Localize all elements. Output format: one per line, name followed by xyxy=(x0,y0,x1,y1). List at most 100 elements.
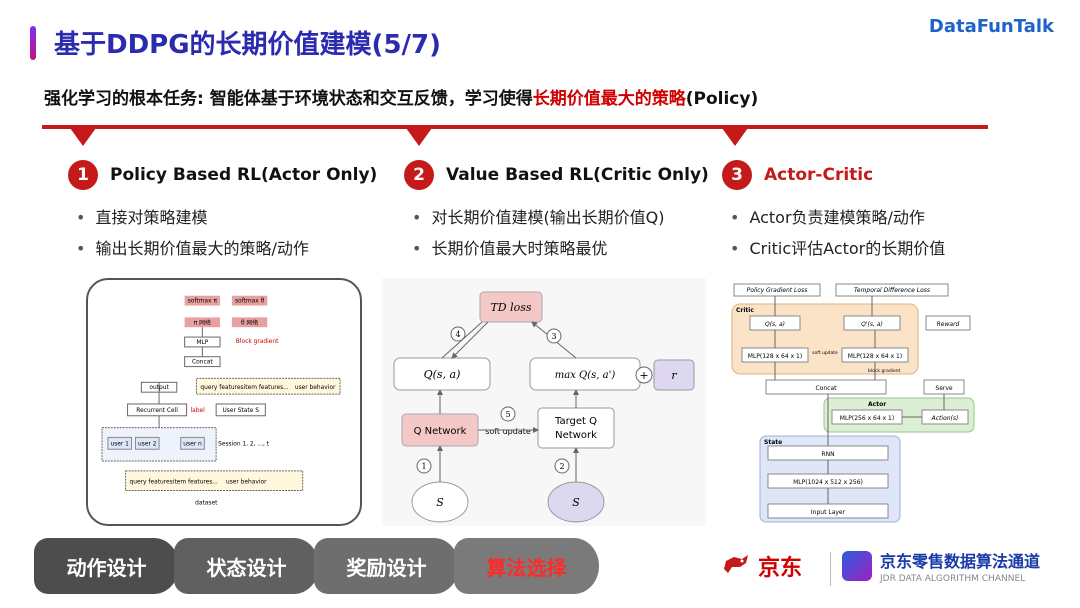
step4-label: 4 xyxy=(455,330,460,339)
page-title: 基于DDPG的长期价值建模(5/7) xyxy=(54,30,442,60)
critic-q-label: Q(s, a) xyxy=(765,321,785,328)
q-sa-label: Q(s, a) xyxy=(424,368,461,381)
q-network-label: Q Network xyxy=(414,426,467,437)
step4-circle xyxy=(450,326,466,342)
pg-loss-box xyxy=(733,283,821,297)
concat-label: Concat xyxy=(192,360,213,366)
step1-circle xyxy=(416,458,432,474)
concat-box xyxy=(765,379,887,395)
step3-label: 3 xyxy=(551,332,556,341)
mlp-label: MLP xyxy=(196,340,208,346)
dataset-behavior-label: user behavior xyxy=(226,480,267,486)
user2-box xyxy=(134,436,160,450)
concat-label: Concat xyxy=(816,385,838,392)
section-tabs: 动作设计 状态设计 奖励设计 算法选择 xyxy=(34,538,602,594)
target-network-label: Network xyxy=(555,430,597,441)
target-q-label: Target Q xyxy=(554,416,597,427)
concat-box xyxy=(184,356,221,368)
critic-group xyxy=(731,303,919,375)
bullet-item: Critic评估Actor的长期价值 xyxy=(722,233,945,264)
jd-logo-text: 京东 xyxy=(758,556,803,581)
user2-label: user 2 xyxy=(138,441,157,447)
input-layer-label: Input Layer xyxy=(811,509,846,516)
soft-update-label: soft update xyxy=(812,350,838,356)
step-number-badge: 3 xyxy=(722,160,752,190)
dataset-dots-label: ... xyxy=(212,480,218,486)
theta-net-box xyxy=(231,317,268,328)
recurrent-cell-label: Recurrent Cell xyxy=(136,408,178,414)
user-behavior-label: user behavior xyxy=(295,385,336,391)
state-st-label: S xyxy=(436,496,444,509)
state-mlp-label: MLP(1024 x 512 x 256) xyxy=(793,479,863,486)
pi-net-label: π 网络 xyxy=(194,318,211,326)
step5-label: 5 xyxy=(505,410,510,419)
column-policy-based: 1 Policy Based RL(Actor Only) 直接对策略建模 输出… xyxy=(68,160,377,264)
bullet-item: 直接对策略建模 xyxy=(68,202,377,233)
subtitle-suffix: (Policy) xyxy=(685,89,759,109)
softmax-pi-label: softmax π xyxy=(188,299,218,305)
query-features-label: query features xyxy=(200,385,243,391)
divider-pointer-2 xyxy=(406,128,432,146)
serve-label: Serve xyxy=(935,385,953,392)
critic-label: Critic xyxy=(736,307,754,314)
user-state-box xyxy=(215,403,266,417)
divider-pointer-3 xyxy=(722,128,748,146)
session-label: Session 1, 2, ..., t xyxy=(218,441,270,447)
tab-algorithm-selection[interactable]: 算法选择 xyxy=(454,538,602,594)
divider-pointer-1 xyxy=(70,128,96,146)
tab-state-design[interactable]: 状态设计 xyxy=(174,538,322,594)
rnn-label: RNN xyxy=(821,451,834,458)
soft-update-label: soft update xyxy=(485,427,531,436)
subtitle-prefix: 强化学习的根本任务: 智能体基于环境状态和交互反馈，学习使得 xyxy=(44,89,533,109)
plus-sign: + xyxy=(639,369,648,382)
actor-critic-diagram: Policy Gradient Loss Temporal Difference… xyxy=(728,278,980,526)
reward-box xyxy=(653,359,695,391)
reward-box xyxy=(925,315,971,331)
brand-logo-text: DataFunTalk xyxy=(928,16,1054,37)
dataset-label: dataset xyxy=(195,500,218,506)
step2-label: 2 xyxy=(559,462,564,471)
recurrent-cell-box xyxy=(127,403,188,417)
user1-box xyxy=(107,436,133,450)
bullet-item: Actor负责建模策略/动作 xyxy=(722,202,945,233)
tab-action-design[interactable]: 动作设计 xyxy=(34,538,182,594)
step1-label: 1 xyxy=(421,462,426,471)
usern-label: user n xyxy=(183,441,202,447)
reward-label: Reward xyxy=(937,321,960,328)
column-actor-critic: 3 Actor-Critic Actor负责建模策略/动作 Critic评估Ac… xyxy=(722,160,945,264)
user1-label: user 1 xyxy=(110,441,129,447)
step5-circle xyxy=(500,406,516,422)
critic-mlp-b-label: MLP(128 x 64 x 1) xyxy=(848,353,902,360)
channel-brand-name: 京东零售数据算法通道 xyxy=(880,552,1041,571)
subtitle: 强化学习的根本任务: 智能体基于环境状态和交互反馈，学习使得长期价值最大的策略(… xyxy=(44,84,758,109)
usern-box xyxy=(180,436,205,450)
state-label: State xyxy=(764,439,782,446)
step-number-badge: 1 xyxy=(68,160,98,190)
td-loss-label: TD loss xyxy=(490,301,531,314)
feature-group xyxy=(195,377,341,395)
label-text: label xyxy=(191,408,206,414)
value-based-diagram: TD loss Q(s, a) max Q(s, a') + r Q Netwo… xyxy=(382,278,706,526)
reward-label: r xyxy=(671,369,677,382)
actor-label: Actor xyxy=(868,401,886,408)
bullet-item: 对长期价值建模(输出长期价值Q) xyxy=(404,202,709,233)
tab-reward-design[interactable]: 奖励设计 xyxy=(314,538,462,594)
step2-circle xyxy=(554,458,570,474)
block-gradient-label: block gradient xyxy=(868,368,901,374)
channel-brand-sub: JDR DATA ALGORITHM CHANNEL xyxy=(880,574,1026,584)
critic-q-prime-label: Q'(s, a) xyxy=(861,321,883,328)
jd-dog-icon xyxy=(724,555,748,573)
user-state-label: User State S xyxy=(222,408,259,414)
policy-network-diagram: softmax π softmax θ π 网络 θ 网络 MLP Block … xyxy=(86,278,362,526)
bullet-item: 输出长期价值最大的策略/动作 xyxy=(68,233,377,264)
channel-brand: 京东零售数据算法通道 JDR DATA ALGORITHM CHANNEL xyxy=(842,548,1040,584)
td-loss-label: Temporal Difference Loss xyxy=(854,287,930,294)
plus-circle xyxy=(635,366,653,384)
softmax-pi-box xyxy=(184,295,221,306)
item-features-label: item features xyxy=(244,385,284,391)
theta-net-label: θ 网络 xyxy=(241,318,258,326)
dots-label: ... xyxy=(283,385,289,391)
jd-logo: 京东 xyxy=(722,550,802,582)
critic-mlp-a-label: MLP(128 x 64 x 1) xyxy=(748,353,802,360)
target-q-box xyxy=(537,407,615,449)
